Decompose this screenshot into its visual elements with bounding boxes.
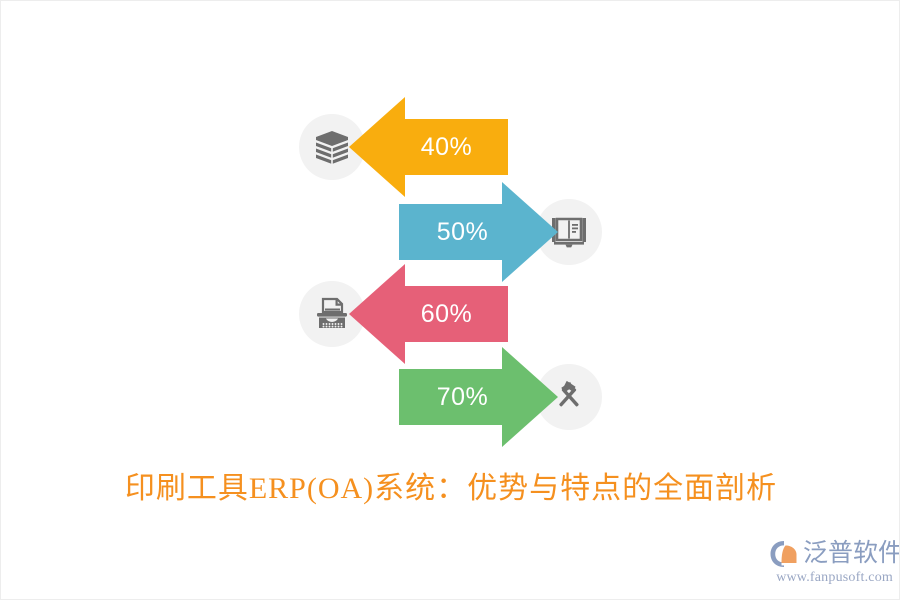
infographic-row: 50%: [1, 182, 899, 282]
brand-name: 泛普软件: [803, 540, 900, 567]
arrow-70: 70%: [399, 347, 558, 447]
infographic-row: 70%: [1, 347, 899, 447]
crossed-hammers-icon: [549, 377, 589, 417]
infographic-row: 60%: [1, 264, 899, 364]
page-title: 印刷工具ERP(OA)系统：优势与特点的全面剖析: [124, 472, 778, 505]
arrow-infographic: 40%: [1, 1, 899, 461]
infographic-row: 40%: [1, 97, 899, 197]
arrow-percent-label: 70%: [436, 383, 489, 411]
arrow-percent-label: 40%: [420, 133, 473, 161]
arrow-50: 50%: [399, 182, 558, 282]
stacked-books-icon: [312, 127, 352, 167]
arrow-60: 60%: [349, 264, 508, 364]
brand-url: www.fanpusoft.com: [776, 570, 893, 585]
arrow-percent-label: 60%: [420, 300, 473, 328]
typewriter-icon: [312, 294, 352, 334]
fanpu-logo-mark: [769, 539, 803, 569]
arrow-percent-label: 50%: [436, 218, 489, 246]
brand-logo-row: 泛普软件: [769, 537, 899, 571]
brand-watermark: 泛普软件 www.fanpusoft.com: [769, 537, 899, 589]
arrow-40: 40%: [349, 97, 508, 197]
